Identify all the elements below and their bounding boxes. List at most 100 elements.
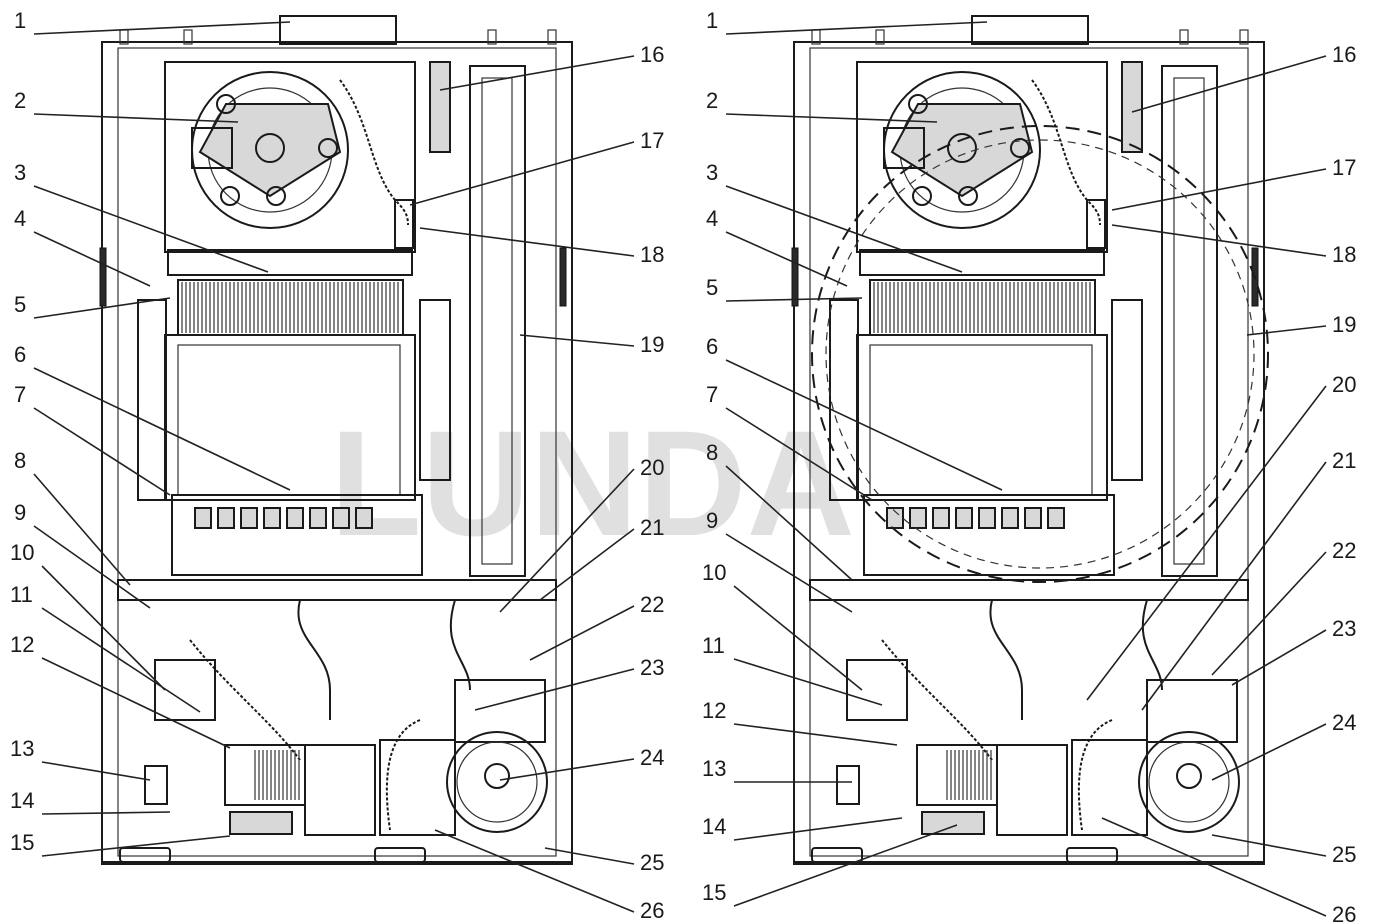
foot-plate	[811, 847, 863, 863]
leader-line	[499, 468, 635, 613]
flow-pipe	[1141, 599, 1163, 691]
nozzle	[332, 507, 350, 529]
leader-line	[41, 761, 151, 781]
callout-label: 2	[706, 88, 718, 113]
electrode-block	[1121, 61, 1143, 153]
handle-left	[99, 247, 107, 307]
leader-line	[733, 658, 883, 706]
inner-casing	[117, 47, 557, 857]
leader-line	[733, 824, 958, 907]
pump-casing	[379, 739, 456, 836]
pressure-hose	[339, 79, 409, 226]
fan-plate	[198, 103, 342, 198]
expansion-vessel-inner	[481, 77, 513, 565]
leader-line	[499, 758, 635, 781]
callout-label: 23	[1332, 616, 1356, 641]
callout-label: 7	[14, 382, 26, 407]
diverter-valve	[846, 659, 908, 721]
leader-line	[1231, 629, 1327, 686]
valve-body	[304, 744, 376, 836]
outer-casing	[793, 41, 1265, 865]
inner-casing	[809, 47, 1249, 857]
callout-label: 11	[10, 582, 33, 607]
flex-hose	[881, 639, 993, 761]
callout-label: 22	[640, 592, 664, 617]
pressure-hose	[1031, 79, 1101, 226]
mounting-pin	[875, 29, 885, 45]
flex-hose	[189, 639, 301, 761]
leader-line	[419, 227, 635, 257]
combustion-chamber	[856, 61, 1108, 253]
expansion-vessel	[1161, 65, 1218, 577]
fan-screw	[220, 186, 240, 206]
callout-label: 18	[640, 242, 664, 267]
callout-label: 6	[14, 342, 26, 367]
leader-line	[33, 407, 171, 496]
callout-label: 7	[706, 382, 718, 407]
leader-line	[434, 829, 635, 913]
callout-label: 24	[1332, 710, 1356, 735]
right-pipe	[419, 299, 451, 481]
callout-label: 11	[702, 633, 725, 658]
nozzle	[263, 507, 281, 529]
foot-plate	[119, 847, 171, 863]
burner-inner	[869, 344, 1093, 496]
pump-inner	[1148, 741, 1230, 823]
nozzle	[932, 507, 950, 529]
callout-label: 25	[1332, 842, 1356, 867]
leader-line	[409, 141, 635, 206]
combustion-chamber	[164, 61, 416, 253]
callout-label: 13	[10, 736, 34, 761]
pump-body	[1138, 731, 1240, 833]
nozzle	[240, 507, 258, 529]
return-hose	[385, 719, 421, 831]
leader-line	[33, 473, 131, 586]
nozzle	[955, 507, 973, 529]
callout-label: 15	[10, 830, 34, 855]
pump-inner	[456, 741, 538, 823]
callout-label: 10	[702, 560, 726, 585]
left-pipe	[829, 299, 859, 501]
leader-line	[1111, 168, 1327, 211]
fan-screw	[908, 94, 928, 114]
leader-line	[1246, 325, 1327, 336]
leader-line	[41, 835, 231, 857]
drain-block	[229, 811, 293, 835]
return-hose	[1077, 719, 1113, 831]
callout-label: 4	[706, 206, 718, 231]
callout-label: 13	[702, 756, 726, 781]
leader-line	[33, 297, 171, 319]
leader-line	[544, 847, 635, 865]
handle-left	[791, 247, 799, 307]
electrode-block	[429, 61, 451, 153]
dashed-radius-inner	[825, 139, 1255, 569]
leader-line	[539, 528, 635, 601]
unit-body: 1234567891011121314151617181920212223242…	[10, 8, 664, 923]
drain-block	[921, 811, 985, 835]
callout-label: 10	[10, 540, 34, 565]
callout-label: 16	[1332, 42, 1356, 67]
leader-line	[33, 113, 239, 123]
expansion-vessel-inner	[1173, 77, 1205, 565]
mounting-pin	[547, 29, 557, 45]
leader-line	[1141, 461, 1327, 711]
mounting-pin	[1179, 29, 1189, 45]
gas-pipe	[989, 599, 1023, 720]
leader-line	[725, 231, 848, 287]
fan-screw	[318, 138, 338, 158]
fan-screw	[266, 186, 286, 206]
flow-pipe	[449, 599, 471, 691]
leader-line	[33, 185, 269, 273]
dashed-radius-outer	[811, 125, 1269, 583]
mounting-pin	[1239, 29, 1249, 45]
mounting-pin	[183, 29, 193, 45]
callout-label: 17	[1332, 155, 1356, 180]
fan-screw	[216, 94, 236, 114]
gas-valve	[224, 744, 306, 806]
leader-line	[529, 605, 635, 661]
leader-line	[1211, 551, 1327, 676]
flue-collar	[971, 15, 1089, 45]
callout-label: 25	[640, 850, 664, 875]
burner-manifold	[863, 494, 1115, 576]
callout-label: 6	[706, 334, 718, 359]
